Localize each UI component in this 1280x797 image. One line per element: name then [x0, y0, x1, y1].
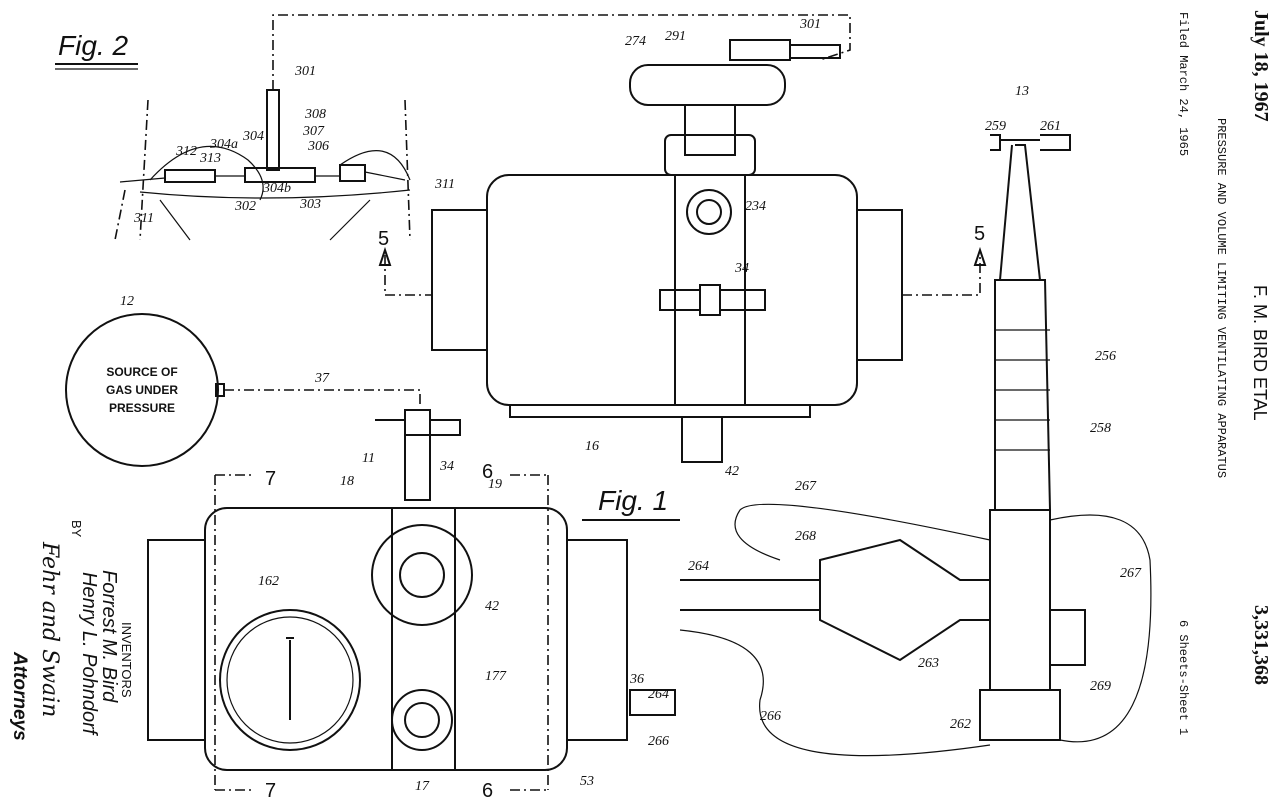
section-7-bottom: 7 — [265, 780, 276, 797]
ref-53: 53 — [580, 774, 594, 789]
source-line-2: GAS UNDER — [106, 383, 178, 397]
ref-311: 311 — [434, 177, 455, 192]
inventor-name-2: Henry L. Pohndorf — [78, 572, 100, 735]
ref-16: 16 — [585, 439, 599, 454]
fig-2: Fig. 2 — [55, 14, 851, 241]
fig-2-label: Fig. 2 — [58, 30, 128, 61]
ref-291: 291 — [665, 29, 686, 44]
source-line-1: SOURCE OF — [106, 365, 177, 379]
section-5-left: 5 — [378, 228, 389, 250]
patent-number: 3,331,368 — [1250, 605, 1272, 685]
ref-261: 261 — [1040, 119, 1061, 134]
sheet-count: 6 Sheets-Sheet 1 — [1176, 620, 1190, 736]
breathing-circuit — [679, 134, 1152, 757]
ref-42-bottom: 42 — [485, 599, 499, 614]
ref-264-lower: 264 — [648, 687, 669, 702]
ref-304a: 304a — [209, 137, 238, 152]
gas-source — [65, 313, 421, 467]
ref-267-right: 267 — [1120, 566, 1142, 581]
ref-13: 13 — [1015, 84, 1029, 99]
ref-37: 37 — [314, 371, 330, 386]
ref-267-top: 267 — [795, 479, 817, 494]
ref-311: 311 — [133, 211, 154, 226]
inventor-name-1: Forrest M. Bird — [98, 570, 120, 703]
section-7-top: 7 — [265, 468, 276, 490]
ref-307: 307 — [302, 124, 325, 139]
ref-301: 301 — [294, 64, 316, 79]
ref-266-lower: 266 — [648, 734, 669, 749]
ref-17: 17 — [415, 779, 430, 794]
patent-date: July 18, 1967 — [1250, 10, 1272, 122]
by-label: BY — [69, 520, 84, 538]
ref-304: 304 — [242, 129, 264, 144]
inventor-short: F. M. BIRD ETAL — [1250, 285, 1270, 421]
ref-12: 12 — [120, 294, 134, 309]
ref-258: 258 — [1090, 421, 1111, 436]
ref-264-upper: 264 — [688, 559, 709, 574]
ref-259: 259 — [985, 119, 1006, 134]
ref-308: 308 — [304, 107, 326, 122]
filed-date: Filed March 24, 1965 — [1176, 12, 1190, 157]
section-5-right: 5 — [974, 223, 985, 245]
ref-42-top: 42 — [725, 464, 739, 479]
ref-234: 234 — [745, 199, 766, 214]
ref-36: 36 — [629, 672, 644, 687]
inventors-heading: INVENTORS — [119, 622, 134, 698]
ref-303: 303 — [299, 197, 321, 212]
ref-18: 18 — [340, 474, 354, 489]
ref-301-top: 301 — [799, 17, 821, 32]
ref-19: 19 — [488, 477, 502, 492]
ref-262: 262 — [950, 717, 971, 732]
ref-177: 177 — [485, 669, 507, 684]
ref-274: 274 — [625, 34, 646, 49]
section-6-bottom: 6 — [482, 780, 493, 797]
ref-312: 312 — [175, 144, 197, 159]
ref-269: 269 — [1090, 679, 1111, 694]
ref-313: 313 — [199, 151, 221, 166]
fig-1-label: Fig. 1 — [598, 485, 668, 516]
ref-302: 302 — [234, 199, 256, 214]
ref-34-bottom: 34 — [439, 459, 454, 474]
attorneys-label: Attorneys — [9, 652, 30, 741]
ref-256: 256 — [1095, 349, 1116, 364]
ref-263: 263 — [918, 656, 939, 671]
ref-162: 162 — [258, 574, 279, 589]
source-line-3: PRESSURE — [109, 401, 175, 415]
ref-306: 306 — [307, 139, 329, 154]
patent-title: PRESSURE AND VOLUME LIMITING VENTILATING… — [1214, 118, 1228, 479]
ref-34-top: 34 — [734, 261, 749, 276]
lower-ventilator-unit — [147, 409, 676, 791]
ref-304b: 304b — [262, 181, 291, 196]
upper-ventilator-unit — [378, 39, 987, 463]
section-6-top: 6 — [482, 461, 493, 483]
ref-266-upper: 266 — [760, 709, 781, 724]
ref-11: 11 — [362, 451, 375, 466]
ref-268: 268 — [795, 529, 816, 544]
attorney-signature: Fehr and Swain — [37, 542, 62, 718]
